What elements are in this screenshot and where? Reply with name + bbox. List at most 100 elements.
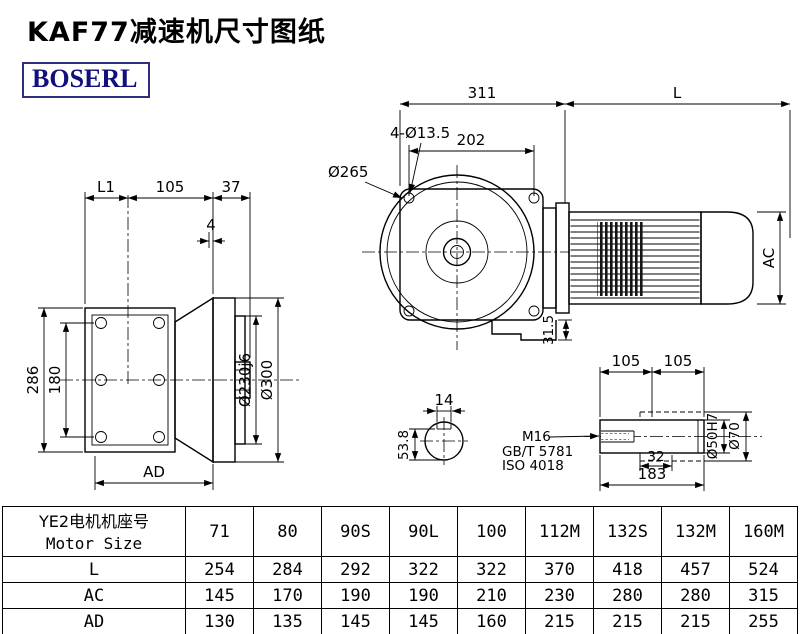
bolt-hole	[528, 305, 540, 317]
table-cell: 215	[593, 608, 662, 634]
dim-spigot-label: Ø230j6	[236, 353, 254, 407]
table-cell: 145	[185, 582, 254, 609]
dim-311-label: 311	[468, 84, 497, 102]
table-cell: 322	[457, 556, 526, 583]
dim-L-label: L	[673, 84, 682, 102]
row-label: AC	[2, 582, 186, 609]
dim-286-label: 286	[24, 366, 42, 395]
row-label: L	[2, 556, 186, 583]
housing-bolt	[153, 431, 165, 443]
dim-105b-label: 105	[664, 352, 693, 370]
table-cell: 418	[593, 556, 662, 583]
adapter-flange	[542, 207, 557, 309]
side-view-dimensions: L1 105 37 4 286 180 AD Ø230j6	[24, 178, 284, 490]
table-cell: 215	[525, 608, 594, 634]
table-cell: 135	[253, 608, 322, 634]
dim-bore-d50-label: Ø50H7	[705, 413, 721, 460]
table-cell: 145	[389, 608, 458, 634]
dim-37-label: 37	[221, 178, 240, 196]
dim-bolt-holes-label: 4-Ø13.5	[390, 124, 450, 142]
output-bore	[442, 237, 472, 267]
table-cell: 292	[321, 556, 390, 583]
table-cell: 280	[593, 582, 662, 609]
dim-AC-label: AC	[760, 248, 778, 268]
table-cell: 322	[389, 556, 458, 583]
housing-bolt	[153, 374, 165, 386]
dim-AD-label: AD	[143, 463, 165, 481]
table-cell: 190	[321, 582, 390, 609]
thread-label: M16	[522, 429, 551, 445]
table-cell: 215	[661, 608, 730, 634]
table-cell: 130	[185, 608, 254, 634]
hollow-shaft-socket	[234, 361, 251, 399]
size-column-header: 90L	[389, 506, 458, 557]
dim-4-label: 4	[206, 216, 216, 234]
dim-hub-d70-label: Ø70	[727, 422, 743, 450]
dim-flange-od-label: Ø265	[328, 163, 368, 181]
motor-size-table: YE2电机机座号 Motor Size 71 80 90S 90L 100 11…	[2, 506, 798, 634]
bolt-hole	[403, 305, 415, 317]
table-cell: 284	[253, 556, 322, 583]
dim-105-label: 105	[156, 178, 185, 196]
size-column-header: 71	[185, 506, 254, 557]
table-row-AD: AD 130 135 145 145 160 215 215 215 255	[2, 608, 798, 634]
dim-key-depth-label: 53.8	[396, 430, 412, 460]
table-cell: 160	[457, 608, 526, 634]
motor-size-header-cell: YE2电机机座号 Motor Size	[2, 506, 186, 557]
shaft-detail-view: M16 GB/T 5781 ISO 4018 105 105 32 183 Ø5…	[502, 352, 762, 491]
table-cell: 230	[525, 582, 594, 609]
row-label: AD	[2, 608, 186, 634]
table-cell: 145	[321, 608, 390, 634]
size-column-header: 112M	[525, 506, 594, 557]
boserl-logo: BOSERL	[22, 62, 150, 98]
table-cell: 170	[253, 582, 322, 609]
logo-text: BOSERL	[32, 64, 138, 93]
table-cell: 210	[457, 582, 526, 609]
page-title: KAF77减速机尺寸图纸	[27, 17, 326, 48]
table-cell: 524	[729, 556, 798, 583]
dim-flange-300-label: Ø300	[258, 360, 276, 400]
dim-180-label: 180	[46, 366, 64, 395]
tapped-hole	[601, 431, 634, 442]
table-cell: 255	[729, 608, 798, 634]
header-label-cn: YE2电机机座号	[38, 511, 150, 531]
dim-32-label: 32	[647, 449, 664, 465]
table-header-row: YE2电机机座号 Motor Size 71 80 90S 90L 100 11…	[2, 506, 798, 557]
size-column-header: 90S	[321, 506, 390, 557]
housing-bolt	[95, 431, 107, 443]
table-cell: 190	[389, 582, 458, 609]
motor-winding	[597, 222, 645, 296]
table-row-L: L 254 284 292 322 322 370 418 457 524	[2, 556, 798, 583]
size-column-header: 80	[253, 506, 322, 557]
table-cell: 370	[525, 556, 594, 583]
table-cell: 254	[185, 556, 254, 583]
dim-202-label: 202	[457, 131, 486, 149]
header-label-en: Motor Size	[45, 533, 143, 553]
shaft-body	[599, 419, 705, 454]
dimension-drawing: 311 L 202 4-Ø13.5 Ø265 AC 31.5	[24, 84, 791, 491]
dim-105a-label: 105	[612, 352, 641, 370]
dim-key-width-label: 14	[434, 391, 453, 409]
flange-circle	[379, 174, 535, 330]
dim-L1-label: L1	[97, 178, 115, 196]
dim-foot-height-label: 31.5	[541, 315, 557, 345]
housing-bolt	[153, 317, 165, 329]
housing-bolt	[95, 374, 107, 386]
housing-bolt	[95, 317, 107, 329]
size-column-header: 132S	[593, 506, 662, 557]
motor-rear-cap	[700, 211, 754, 305]
housing-front	[399, 188, 544, 321]
shaft-section-circle	[424, 421, 464, 461]
keyway-section-view: 14 53.8	[396, 391, 468, 465]
mounting-foot	[491, 320, 557, 341]
size-column-header: 160M	[729, 506, 798, 557]
table-cell: 315	[729, 582, 798, 609]
standard-gb-label: GB/T 5781	[502, 444, 573, 460]
side-view	[60, 195, 300, 464]
table-row-AC: AC 145 170 190 190 210 230 280 280 315	[2, 582, 798, 609]
dim-183-label: 183	[638, 465, 667, 483]
front-view-dimensions: 311 L 202 4-Ø13.5 Ø265 AC 31.5	[328, 84, 791, 345]
table-cell: 457	[661, 556, 730, 583]
motor-flange	[555, 202, 570, 314]
